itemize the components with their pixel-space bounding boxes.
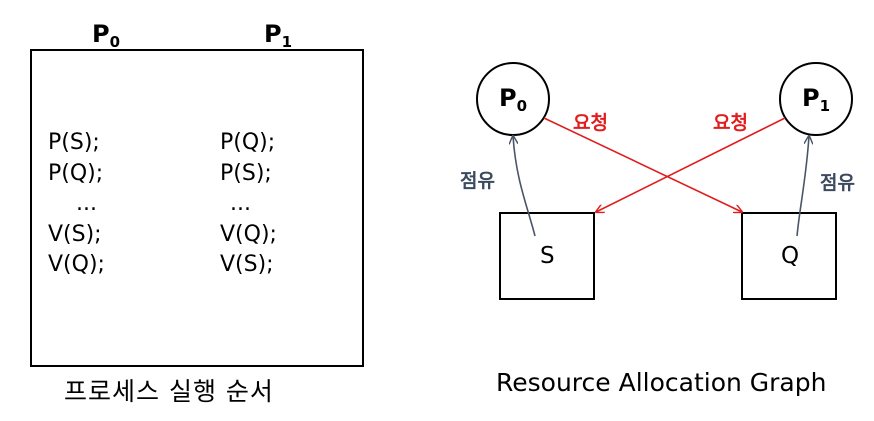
p1-header: P1 bbox=[264, 20, 292, 51]
p0-header: P0 bbox=[92, 20, 120, 51]
p0-header-sub: 0 bbox=[109, 33, 121, 51]
p1-code-line: P(Q); bbox=[220, 130, 276, 155]
process-label-p1-sub: 1 bbox=[819, 97, 831, 115]
process-label-p1: P1 bbox=[802, 84, 830, 115]
process-label-p0: P0 bbox=[499, 84, 527, 115]
request-label-right: 요청 bbox=[713, 112, 748, 134]
process-label-p0-main: P bbox=[499, 84, 517, 112]
p1-code-line: ... bbox=[230, 191, 251, 216]
p1-code-line: V(S); bbox=[220, 252, 274, 277]
execution-order-caption: 프로세스 실행 순서 bbox=[64, 377, 274, 406]
p1-header-main: P bbox=[264, 20, 282, 48]
p0-code-line: P(Q); bbox=[48, 160, 104, 186]
execution-order-box bbox=[30, 49, 364, 367]
graph-caption: Resource Allocation Graph bbox=[496, 368, 827, 397]
request-edge-p0-to-q bbox=[543, 117, 742, 212]
resource-label-q: Q bbox=[781, 243, 800, 269]
p1-header-sub: 1 bbox=[281, 33, 293, 51]
hold-label-left: 점유 bbox=[460, 170, 495, 192]
request-edge-p1-to-s bbox=[596, 117, 786, 212]
p0-header-main: P bbox=[92, 20, 110, 48]
p0-code-line: V(Q); bbox=[48, 252, 105, 277]
p1-code-list: P(Q); P(S); ... V(Q); V(S); bbox=[220, 128, 277, 281]
p0-code-list: P(S); P(Q); ... V(S); V(Q); bbox=[48, 128, 105, 281]
process-node-p1 bbox=[779, 62, 853, 136]
request-label-left: 요청 bbox=[573, 112, 608, 134]
p0-code-line: V(S); bbox=[48, 221, 102, 247]
p0-code-line: P(S); bbox=[48, 130, 100, 155]
process-label-p1-main: P bbox=[802, 84, 820, 112]
hold-edge-s-to-p0 bbox=[513, 136, 536, 237]
hold-edge-q-to-p1 bbox=[796, 136, 809, 237]
resource-node-q bbox=[741, 212, 837, 300]
resource-label-s: S bbox=[540, 243, 555, 269]
hold-label-right: 점유 bbox=[820, 172, 855, 194]
process-label-p0-sub: 0 bbox=[516, 97, 528, 115]
resource-node-s bbox=[499, 212, 595, 300]
p1-code-line: P(S); bbox=[220, 160, 272, 186]
p0-code-line: ... bbox=[76, 191, 97, 216]
p1-code-line: V(Q); bbox=[220, 221, 277, 247]
